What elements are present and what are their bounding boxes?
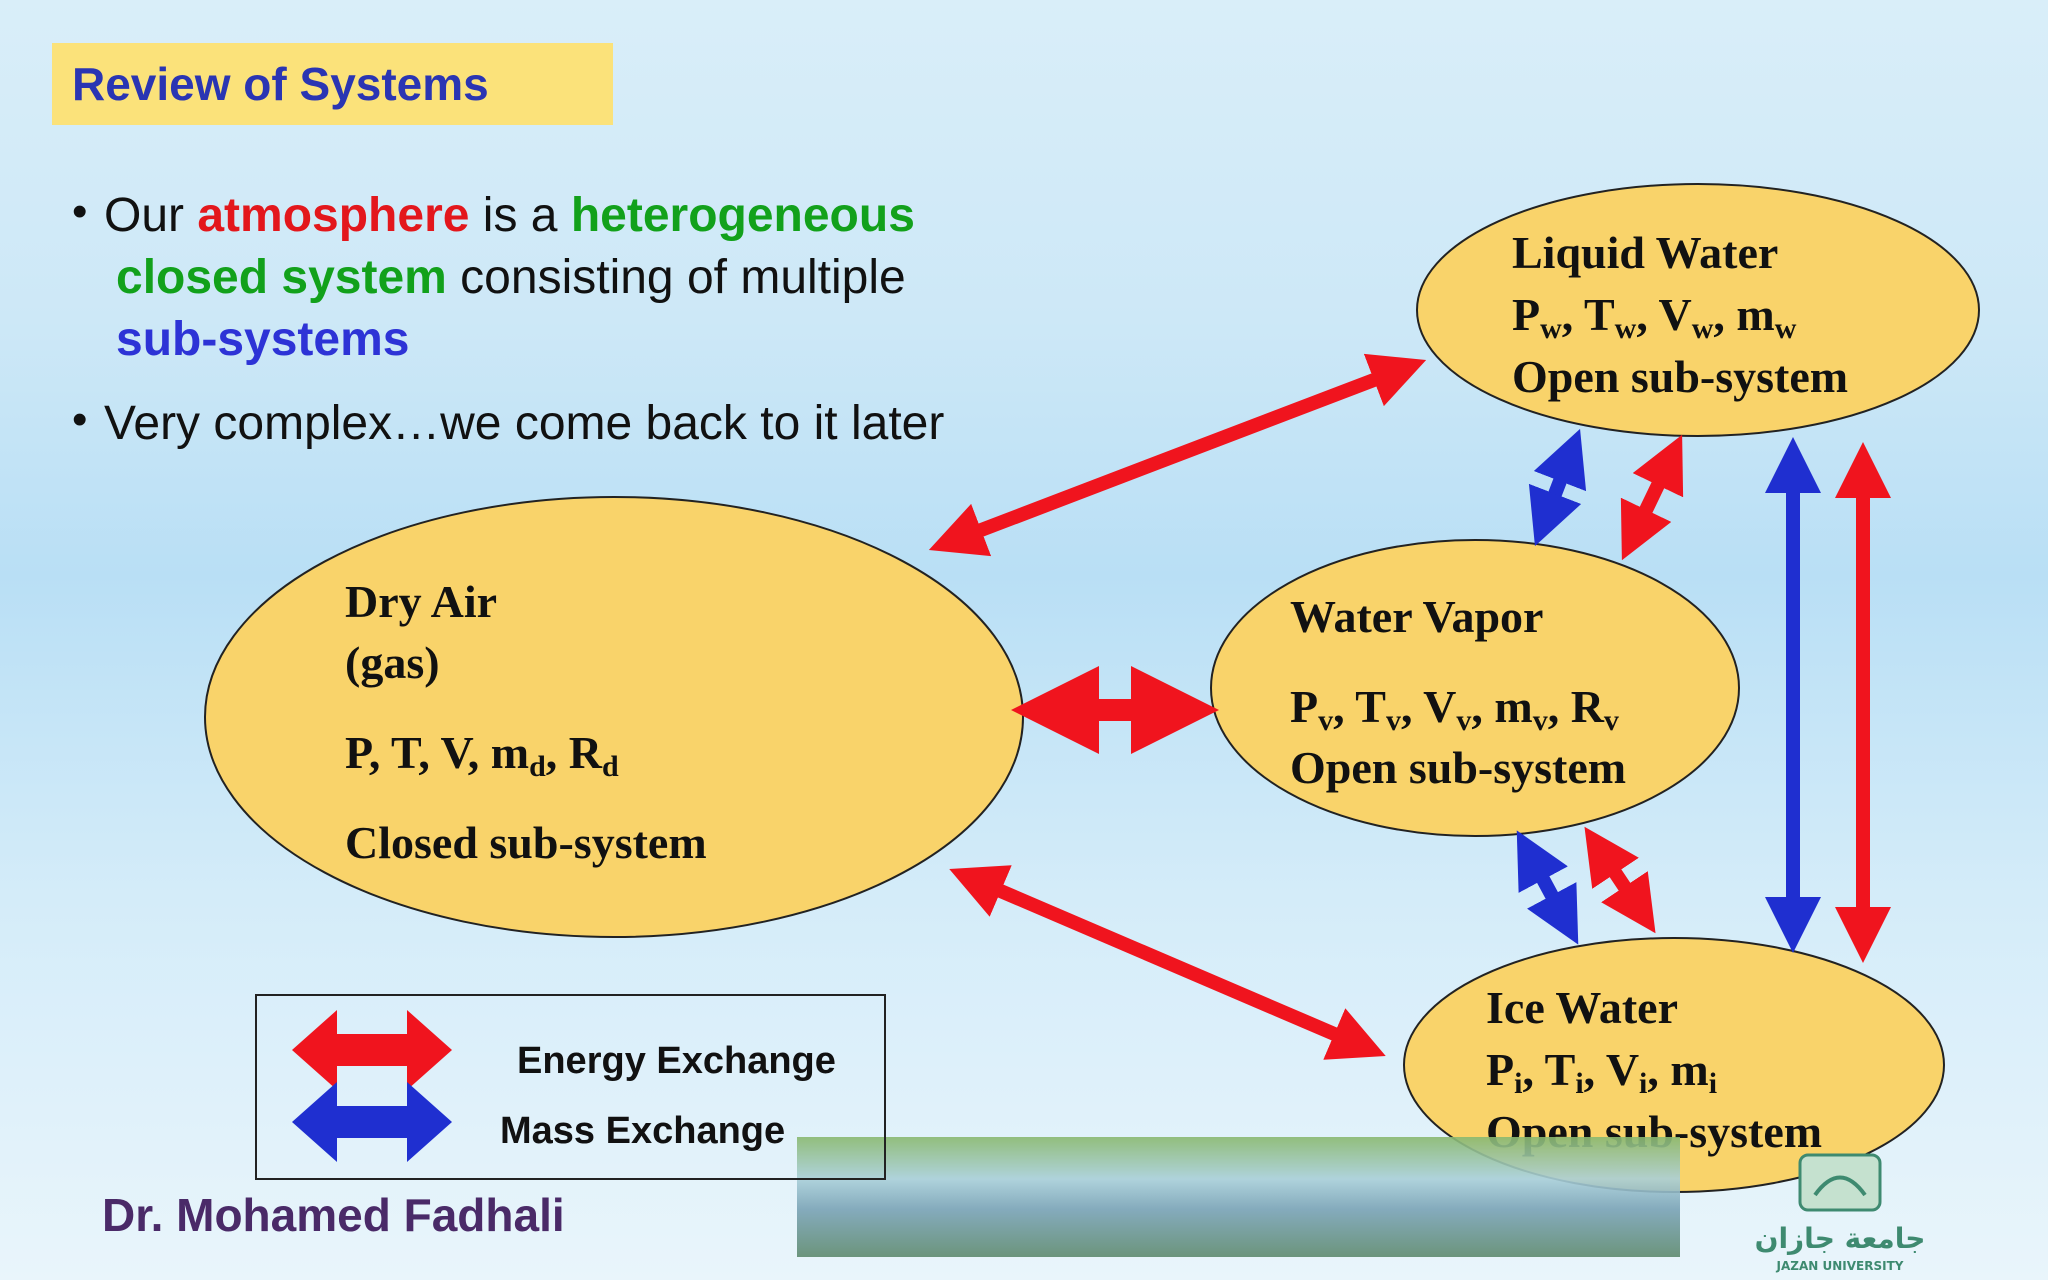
ice-water-props: Pi, Ti, Vi, mi [1486, 1044, 1717, 1100]
iw-sub: i [1709, 1067, 1717, 1100]
lw-sub: w [1615, 312, 1637, 345]
keyword-atmosphere: atmosphere [197, 189, 470, 242]
dry-air-props: P, T, V, md, Rd [345, 727, 619, 783]
iw-m: , m [1647, 1044, 1708, 1095]
dry-air-name: Dry Air [345, 576, 497, 627]
dry-air-props-main: P, T, V, m [345, 727, 529, 778]
energy-arrow-dryair-ice [949, 865, 1386, 1060]
liquid-water-name: Liquid Water [1512, 227, 1778, 278]
wv-sub: v [1533, 704, 1548, 737]
energy-arrow-vapor-ice [1584, 826, 1656, 934]
wv-sub: v [1318, 704, 1333, 737]
bullet-dot: • [72, 187, 88, 236]
legend-energy-arrow [292, 1010, 452, 1090]
dry-air-sub-d: d [529, 750, 546, 783]
wv-p: P [1290, 681, 1318, 732]
lw-sub: w [1540, 312, 1562, 345]
wv-m: , m [1471, 681, 1532, 732]
water-vapor-name: Water Vapor [1290, 591, 1543, 642]
wv-sub: v [1456, 704, 1471, 737]
mass-arrow-liquid-vapor [1528, 428, 1587, 547]
logo-english: JAZAN UNIVERSITY [1776, 1259, 1904, 1273]
dry-air-type: Closed sub-system [345, 817, 707, 868]
legend-mass-arrow [292, 1082, 452, 1162]
campus-photo [797, 1137, 1680, 1257]
lw-m: , m [1713, 289, 1774, 340]
iw-v: , V [1584, 1044, 1639, 1095]
wv-t: , T [1333, 681, 1386, 732]
liquid-water-node [1416, 183, 1980, 437]
lw-t: , T [1562, 289, 1615, 340]
bullet-1-text-c: consisting of multiple [446, 251, 906, 304]
wv-sub: v [1604, 704, 1619, 737]
iw-sub: i [1514, 1067, 1522, 1100]
dry-air-sub-d2: d [602, 750, 619, 783]
lw-sub: w [1692, 312, 1714, 345]
logo-emblem: جامعة جازان JAZAN UNIVERSITY [1755, 1153, 1926, 1273]
keyword-closed-system: closed system [116, 251, 447, 304]
bullet-1-text-b: is a [469, 189, 571, 242]
logo-arabic: جامعة جازان [1755, 1222, 1926, 1255]
wv-sub: v [1386, 704, 1401, 737]
lw-sub: w [1775, 312, 1797, 345]
dry-air-state: (gas) [345, 637, 440, 688]
slide-title: Review of Systems [72, 58, 489, 110]
bullet-2-text: Very complex…we come back to it later [104, 397, 945, 450]
bullet-list: • Our atmosphere is a heterogeneous clos… [72, 185, 1032, 455]
iw-t: , T [1522, 1044, 1575, 1095]
title-box: Review of Systems [52, 43, 613, 125]
mass-arrow-vapor-ice [1516, 830, 1579, 945]
bullet-1: • Our atmosphere is a heterogeneous clos… [72, 185, 1032, 371]
lw-v: , V [1636, 289, 1691, 340]
water-vapor-props: Pv, Tv, Vv, mv, Rv [1290, 681, 1619, 737]
bullet-1-text-a: Our [104, 189, 198, 242]
keyword-sub-systems: sub-systems [116, 313, 410, 366]
university-logo: جامعة جازان JAZAN UNIVERSITY [1745, 1150, 1935, 1275]
iw-sub: i [1639, 1067, 1647, 1100]
energy-arrow-liquid-vapor [1620, 434, 1684, 561]
bullet-2: • Very complex…we come back to it later [72, 393, 1032, 455]
energy-arrow-dryair-liquid [928, 353, 1427, 557]
wv-r: , R [1548, 681, 1605, 732]
water-vapor-type: Open sub-system [1290, 742, 1626, 793]
iw-sub: i [1575, 1067, 1583, 1100]
iw-p: P [1486, 1044, 1514, 1095]
liquid-water-props: Pw, Tw, Vw, mw [1512, 289, 1797, 345]
dry-air-node [204, 496, 1024, 938]
legend-mass-label: Mass Exchange [500, 1110, 786, 1152]
ice-water-name: Ice Water [1486, 982, 1678, 1033]
dry-air-props-r: , R [546, 727, 603, 778]
wv-v: , V [1401, 681, 1456, 732]
bullet-dot: • [72, 395, 88, 444]
author-name: Dr. Mohamed Fadhali [102, 1189, 565, 1241]
legend-box: Energy Exchange Mass Exchange [255, 994, 886, 1180]
lw-p: P [1512, 289, 1540, 340]
liquid-water-type: Open sub-system [1512, 351, 1848, 402]
keyword-heterogeneous: heterogeneous [570, 189, 915, 242]
legend-arrows [292, 1010, 452, 1162]
legend-energy-label: Energy Exchange [517, 1040, 836, 1082]
